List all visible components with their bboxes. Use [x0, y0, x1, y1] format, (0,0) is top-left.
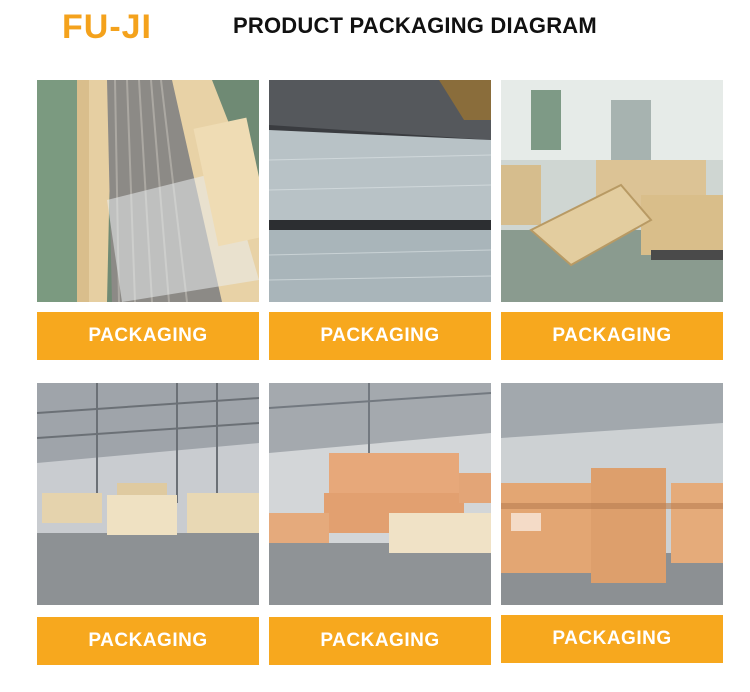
packaging-label-1: PACKAGING — [37, 312, 259, 360]
packaging-label-3: PACKAGING — [501, 312, 723, 360]
packaging-label-4: PACKAGING — [37, 617, 259, 665]
photo-warehouse-crates — [501, 80, 723, 302]
packaging-label-text-4: PACKAGING — [88, 630, 208, 651]
packaging-label-6: PACKAGING — [501, 615, 723, 663]
packaging-label-2: PACKAGING — [269, 312, 491, 360]
packaging-tile-2: PACKAGING — [269, 80, 491, 360]
packaging-label-text-2: PACKAGING — [320, 325, 440, 346]
packaging-label-text-5: PACKAGING — [320, 630, 440, 651]
packaging-label-text-1: PACKAGING — [88, 325, 208, 346]
logo-text: FU-JI — [62, 8, 152, 46]
packaging-tile-1: PACKAGING — [37, 80, 259, 360]
photo-warehouse-pallets — [37, 383, 259, 605]
photo-rods-in-crate — [37, 80, 259, 302]
page-title: PRODUCT PACKAGING DIAGRAM — [233, 13, 597, 38]
photo-crates-closeup — [501, 383, 723, 605]
packaging-tile-3: PACKAGING — [501, 80, 723, 360]
photo-stacked-boxes — [269, 383, 491, 605]
packaging-tile-6: PACKAGING — [501, 383, 723, 665]
packaging-tile-4: PACKAGING — [37, 383, 259, 665]
packaging-tile-5: PACKAGING — [269, 383, 491, 665]
packaging-label-text-3: PACKAGING — [552, 325, 672, 346]
packaging-label-5: PACKAGING — [269, 617, 491, 665]
brand-logo: FU-JI — [62, 10, 152, 44]
packaging-label-text-6: PACKAGING — [552, 628, 672, 649]
photo-wrapped-sheets — [269, 80, 491, 302]
